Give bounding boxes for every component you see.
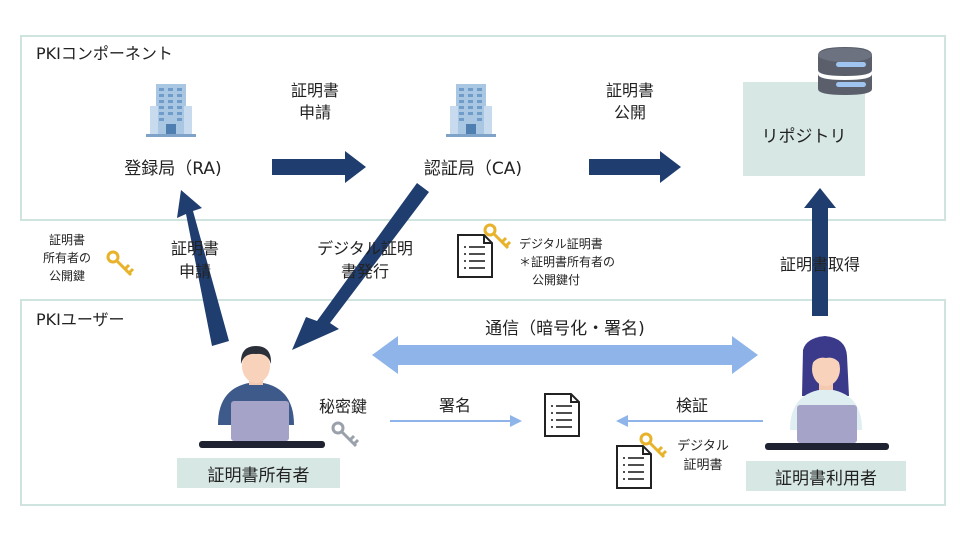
communication-arrow — [372, 336, 758, 374]
owner-role-box: 証明書所有者 — [177, 458, 340, 488]
issue-label-2: 書発行 — [340, 262, 389, 281]
owner-label: 証明書所有者 — [207, 465, 310, 486]
user-label: 証明書利用者 — [775, 468, 877, 489]
cert-note-line2: ＊証明書所有者の — [519, 255, 616, 269]
database-icon — [818, 47, 872, 95]
small-cert-label-1: デジタル — [677, 439, 729, 454]
signed-document-icon — [544, 393, 580, 437]
arrow-ra-to-ca — [272, 151, 366, 183]
ca-label: 認証局（CA) — [423, 159, 523, 179]
apply-owner-ra-label-2: 申請 — [178, 262, 211, 281]
owner-public-key-label-2: 所有者の — [42, 251, 91, 265]
cert-note-line3: 公開鍵付 — [532, 273, 581, 287]
apply-ra-ca-label-1: 証明書 — [290, 81, 339, 100]
publish-label-2: 公開 — [613, 103, 646, 122]
obtain-label: 証明書取得 — [779, 255, 860, 274]
ra-building-icon — [146, 84, 196, 137]
pki-components-title: PKIコンポーネント — [36, 44, 173, 63]
sign-label: 署名 — [438, 396, 471, 415]
pki-users-title: PKIユーザー — [36, 310, 125, 329]
owner-person-icon — [199, 346, 325, 448]
issue-label-1: デジタル証明 — [317, 239, 413, 258]
arrow-ca-to-owner — [292, 183, 429, 350]
repository-box: リポジトリ — [743, 82, 865, 176]
small-cert-label-2: 証明書 — [683, 458, 723, 473]
arrow-user-to-repository — [804, 188, 836, 316]
apply-ra-ca-label-2: 申請 — [298, 103, 331, 122]
public-key-icon — [106, 250, 135, 277]
arrow-owner-to-ra — [177, 190, 229, 346]
pki-users-panel — [20, 299, 946, 506]
small-certificate-icon — [616, 445, 652, 489]
user-person-icon — [765, 336, 889, 450]
repository-label: リポジトリ — [761, 126, 847, 147]
private-key-label: 秘密鍵 — [318, 397, 367, 416]
certificate-document-icon — [457, 234, 493, 278]
user-role-box: 証明書利用者 — [746, 461, 906, 491]
owner-public-key-label-3: 公開鍵 — [48, 269, 85, 283]
private-key-icon — [331, 421, 360, 448]
ca-building-icon — [446, 84, 496, 137]
pki-components-panel — [20, 35, 946, 221]
ra-label: 登録局（RA) — [124, 159, 222, 179]
publish-label-1: 証明書 — [605, 81, 654, 100]
arrow-ca-to-repository — [589, 151, 681, 183]
cert-note-title: デジタル証明書 — [519, 237, 603, 251]
verify-label: 検証 — [675, 396, 708, 415]
apply-owner-ra-label-1: 証明書 — [170, 239, 219, 258]
communication-label: 通信（暗号化・署名) — [485, 319, 645, 339]
owner-public-key-label-1: 証明書 — [48, 233, 85, 247]
